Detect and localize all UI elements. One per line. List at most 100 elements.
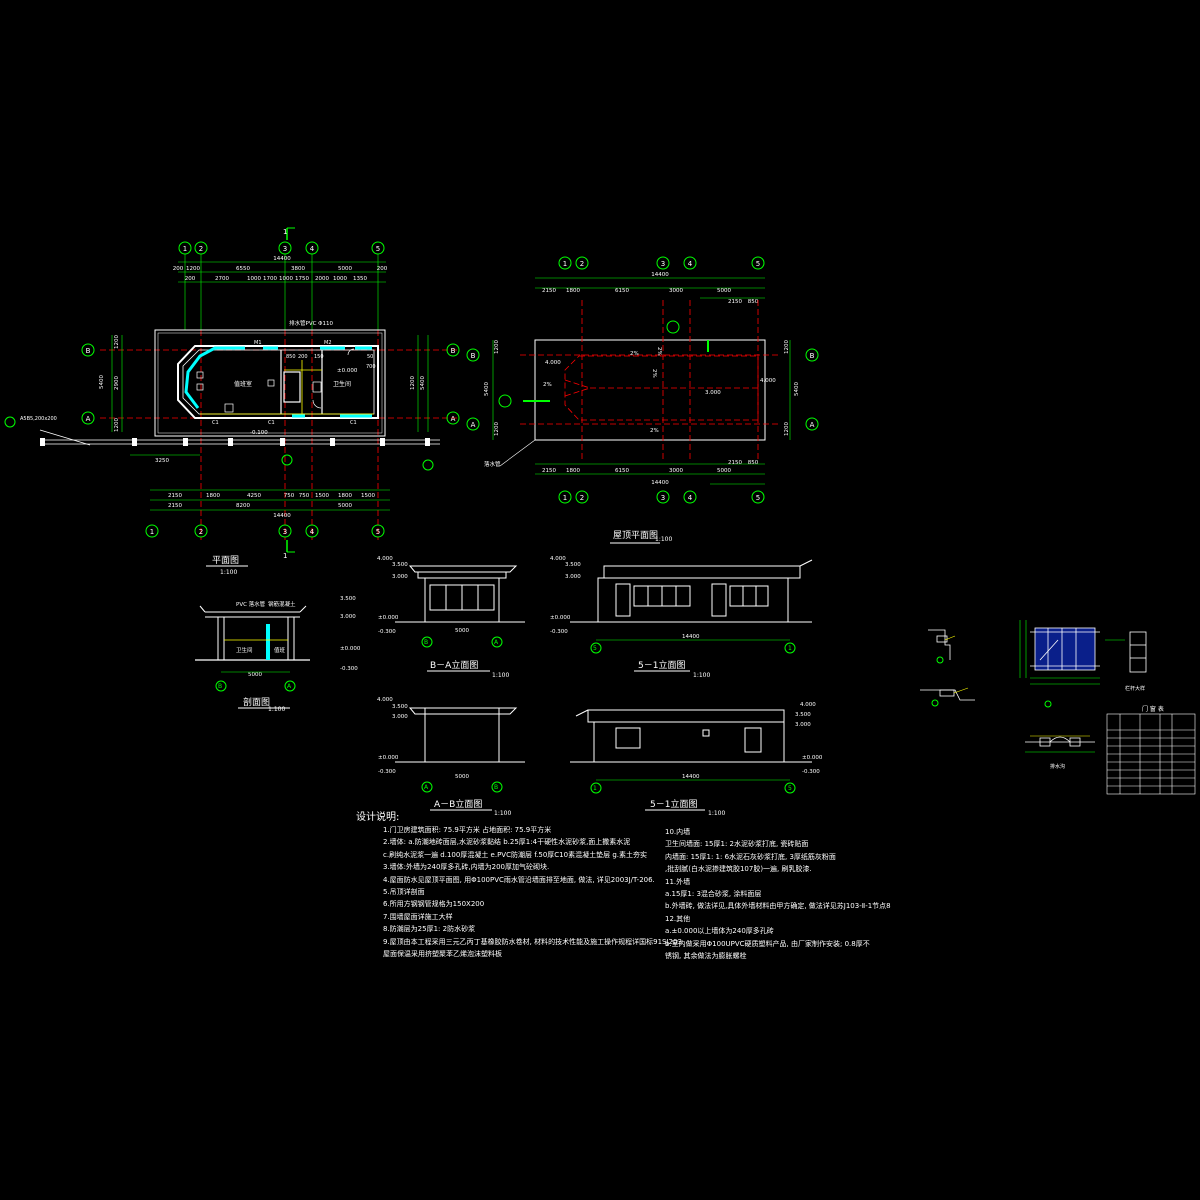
plan-axis-label: 1: [183, 245, 187, 253]
note-line: c.刷纯水泥浆一遍 d.100厚混凝土 e.PVC防潮层 f.50厚C10素混凝…: [383, 850, 647, 859]
plan-dim-side: 1200: [114, 335, 120, 349]
plan-dim-side: 1200: [114, 418, 120, 432]
note-line: a.±0.000以上墙体为240厚多孔砖: [665, 927, 774, 936]
roof-row-axis: A: [810, 421, 815, 429]
note-line: 11.外墙: [665, 877, 691, 886]
roof-dim: 2150: [728, 460, 742, 466]
elev-51-level: 3.500: [565, 562, 581, 568]
plan-inner-dim: 200: [298, 354, 308, 360]
roof-dim: 3000: [669, 288, 683, 294]
plan-dim: 1000: [279, 276, 293, 282]
section-axis: A: [287, 683, 292, 690]
plan-dim: 750: [299, 493, 310, 499]
elev-51-level: 4.000: [550, 556, 566, 562]
plan-dim: 4250: [247, 493, 261, 499]
section-level: ±0.000: [340, 646, 361, 652]
roof-dim: 5000: [717, 288, 731, 294]
note-line: a.15厚1: 3混合砂浆, 涂料面层: [665, 889, 762, 898]
section-title: 剖面图: [243, 696, 270, 708]
elevation-a-b: [395, 707, 525, 763]
plan-note-left: A5B5,200x200: [20, 416, 57, 422]
note-line: 12.其他: [665, 914, 691, 923]
plan-dim: 3800: [291, 266, 305, 272]
note-line: 卫生间墙面: 15厚1: 2水泥砂浆打底, 瓷砖贴面: [665, 840, 809, 849]
plan-dim: 1350: [353, 276, 367, 282]
elev-51-level: -0.300: [550, 629, 568, 635]
roof-title: 屋顶平面图: [613, 530, 658, 541]
plan-room-label: 卫生间: [333, 380, 351, 388]
roof-dim-total: 14400: [651, 272, 669, 278]
elev-51-scale: 1:100: [693, 672, 710, 679]
elev-ba-axis: A: [494, 639, 499, 646]
section-width: 5000: [248, 672, 262, 678]
elev-ba-level: ±0.000: [378, 615, 399, 621]
note-line: 10.内墙: [665, 828, 691, 836]
plan-dim: 1200: [186, 266, 200, 272]
plan-axis-label: 3: [283, 528, 287, 536]
roof-dim-side: 1200: [784, 422, 790, 436]
note-line: 6.所用方钢钢管规格为150X200: [383, 900, 485, 909]
note-line: 5.吊顶详剖面: [383, 887, 425, 896]
note-line: 锈钢, 其余做法为膨胀螺栓: [665, 951, 747, 960]
elev-51-title: 5－1立面图: [638, 659, 685, 671]
plan-window-label: C1: [350, 420, 357, 426]
plan-axis-label: 3: [283, 245, 287, 253]
section-room: 值班: [274, 646, 286, 654]
elev-ab-title: A－B立面图: [434, 798, 482, 810]
elev-15-level: 3.500: [795, 712, 811, 718]
section-marker-label: 1: [283, 552, 287, 560]
roof-axis-label: 5: [756, 494, 760, 502]
elev-15-scale: 1:100: [708, 810, 725, 817]
note-line: ,批刮腻(白水泥掺建筑胶107胶)一遍, 刷乳胶漆.: [665, 865, 812, 874]
roof-slope: 2%: [650, 428, 659, 434]
plan-dim: 1800: [338, 493, 352, 499]
plan-dim: 1000: [247, 276, 261, 282]
plan-room-label: 值班室: [234, 380, 252, 388]
roof-dim-total: 14400: [651, 480, 669, 486]
roof-elev: 3.000: [705, 390, 721, 396]
elev-ba-title: B－A立面图: [430, 659, 478, 671]
plan-dim: 1750: [295, 276, 309, 282]
roof-dim: 6150: [615, 288, 629, 294]
section-axis: B: [218, 683, 222, 690]
plan-dim: 200: [173, 266, 184, 272]
elev-15-axis: 5: [788, 785, 792, 792]
roof-axis-label: 3: [661, 260, 665, 268]
roof-elev: 4.000: [760, 378, 776, 384]
elevation-b-a: [395, 565, 525, 623]
elev-ba-level: -0.300: [378, 629, 396, 635]
plan-window-label: M1: [254, 340, 262, 346]
roof-dim: 6150: [615, 468, 629, 474]
plan-axis-top: [178, 241, 385, 255]
door-table-title: 门 窗 表: [1142, 705, 1164, 713]
roof-dim: 850: [748, 299, 759, 305]
plan-dim: 1800: [206, 493, 220, 499]
plan-inner-dim: 50: [367, 354, 373, 360]
plan-dim-side: 2900: [114, 376, 120, 390]
elevation-5-1-bottom: [570, 709, 812, 763]
roof-slope: 2%: [543, 382, 552, 388]
plan-window-label: M2: [324, 340, 332, 346]
section-label: 钢筋混凝土: [268, 600, 296, 608]
detail-label: 排水沟: [1050, 763, 1065, 770]
roof-dim-side: 1200: [494, 422, 500, 436]
plan-pipe-label: 排水管PVC Φ110: [289, 319, 333, 327]
roof-row-axis: B: [810, 352, 815, 360]
roof-dim-side: 5400: [794, 382, 800, 396]
note-line: 7.围墙屋面详施工大样: [383, 912, 453, 921]
roof-axis-label: 1: [563, 494, 567, 502]
plan-dim: 200: [185, 276, 196, 282]
note-line: 内墙面: 15厚1: 1: 6水泥石灰砂浆打底, 3厚纸筋灰粉面: [665, 852, 836, 861]
note-line: 3.墙体:外墙为240厚多孔砖,内墙为200厚加气砼砌块.: [383, 863, 550, 872]
section-marker-label: 1: [283, 228, 287, 236]
plan-dim: 2000: [315, 276, 329, 282]
elevation-5-1-top: [570, 559, 813, 623]
plan-axis-label: 2: [199, 245, 203, 253]
elev-ab-level: 3.500: [392, 704, 408, 710]
elev-15-level: 4.000: [800, 702, 816, 708]
plan-row-axis: A: [86, 415, 91, 423]
elev-ba-level: 4.000: [377, 556, 393, 562]
elev-ba-level: 3.500: [392, 562, 408, 568]
plan-inner-dim: 850: [286, 354, 296, 360]
roof-axis-label: 4: [688, 494, 693, 502]
